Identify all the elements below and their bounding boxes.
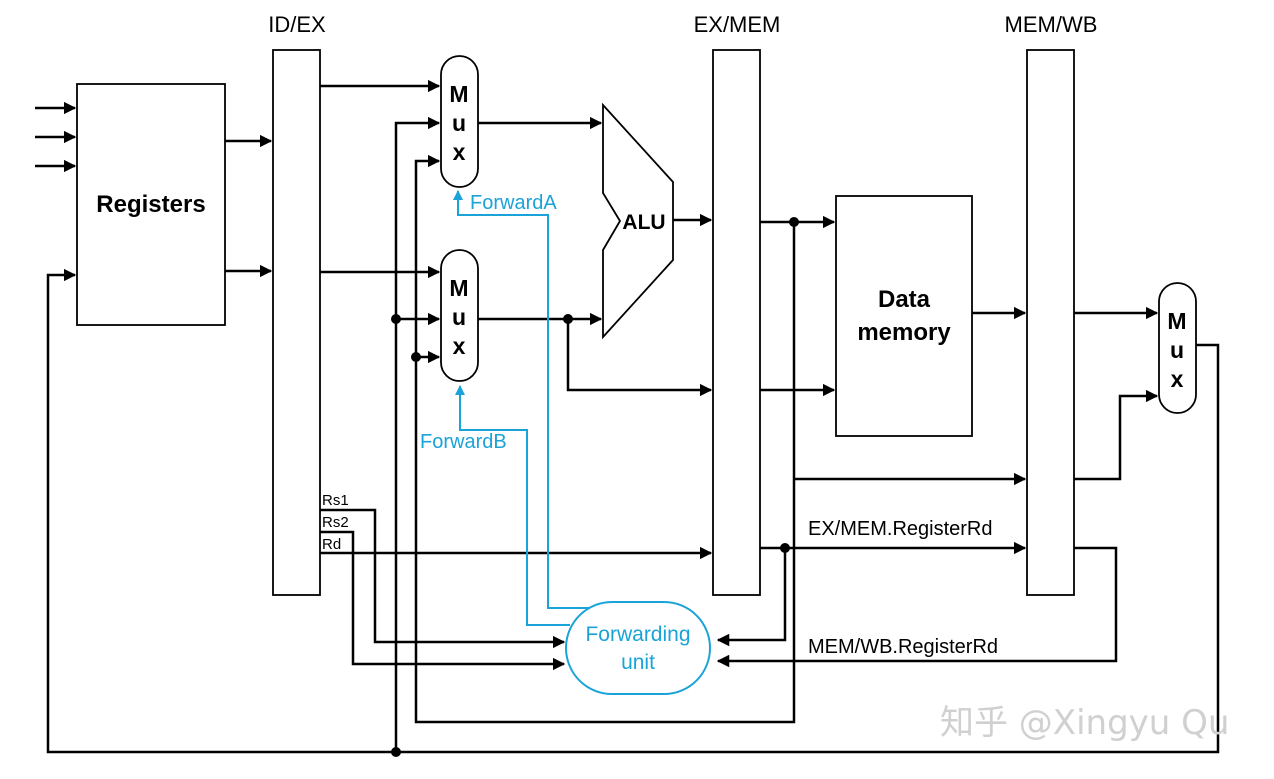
mux-a-label-u: u — [452, 110, 466, 136]
mux-a-label-m: M — [449, 81, 468, 107]
forward-a-label: ForwardA — [470, 192, 557, 214]
store-data-wire — [566, 319, 713, 397]
watermark-text: 知乎 @Xingyu Qu — [940, 703, 1229, 743]
mux-b-label-m: M — [449, 275, 468, 301]
junction-dot — [391, 747, 401, 757]
data-memory-block — [835, 195, 973, 437]
registers-block — [76, 83, 226, 326]
wb-forward-muxa-wire — [394, 116, 441, 752]
writeback-wire — [46, 268, 1220, 754]
mem-wb-register — [1026, 49, 1075, 596]
forward-b-wire — [455, 385, 570, 626]
mem-wb-label: MEM/WB — [1005, 12, 1098, 37]
ex-mem-register — [712, 49, 761, 596]
registers-label: Registers — [96, 191, 205, 218]
junction-dot — [411, 352, 421, 362]
junction-dot — [789, 217, 799, 227]
forwarding-control-wires — [453, 190, 610, 626]
junction-dot — [563, 314, 573, 324]
alu-label: ALU — [622, 211, 665, 234]
wb-alu-to-mux-wire — [1074, 389, 1159, 481]
mux-wb-label-m: M — [1167, 308, 1186, 334]
rd-label: Rd — [322, 536, 341, 553]
junctions — [391, 217, 799, 757]
forwarding-unit — [565, 601, 711, 695]
ex-mem-registerrd-label: EX/MEM.RegisterRd — [808, 518, 993, 540]
forwarding-unit-label-2: unit — [621, 651, 655, 674]
rs1-label: Rs1 — [322, 492, 349, 509]
forward-a-wire — [453, 190, 610, 609]
memwb-rd-to-fwd-wire — [716, 546, 1118, 668]
id-ex-label: ID/EX — [268, 12, 326, 37]
forwarding-unit-label-1: Forwarding — [585, 623, 690, 646]
mux-b-label-x: x — [453, 333, 466, 359]
ex-mem-label: EX/MEM — [694, 12, 781, 37]
data-memory-label-2: memory — [857, 319, 951, 346]
mux-b — [440, 249, 479, 382]
junction-dot — [391, 314, 401, 324]
mux-wb-label-x: x — [1171, 366, 1184, 392]
exmem-forward-muxa-wire — [414, 154, 796, 724]
rs2-wire — [320, 530, 566, 671]
mux-b-label-u: u — [452, 304, 466, 330]
wires — [35, 79, 1220, 754]
rs2-label: Rs2 — [322, 514, 349, 531]
mem-wb-registerrd-label: MEM/WB.RegisterRd — [808, 636, 998, 658]
mux-a — [440, 55, 479, 188]
junction-dot — [780, 543, 790, 553]
mux-a-label-x: x — [453, 139, 466, 165]
mux-writeback — [1158, 282, 1197, 414]
rs1-wire — [320, 508, 566, 649]
id-ex-register — [272, 49, 321, 596]
forward-b-label: ForwardB — [420, 431, 507, 453]
alu-shape — [602, 102, 674, 340]
exmem-rd-to-fwd-wire — [716, 548, 787, 647]
mux-wb-label-u: u — [1170, 337, 1184, 363]
data-memory-label-1: Data — [878, 286, 931, 313]
